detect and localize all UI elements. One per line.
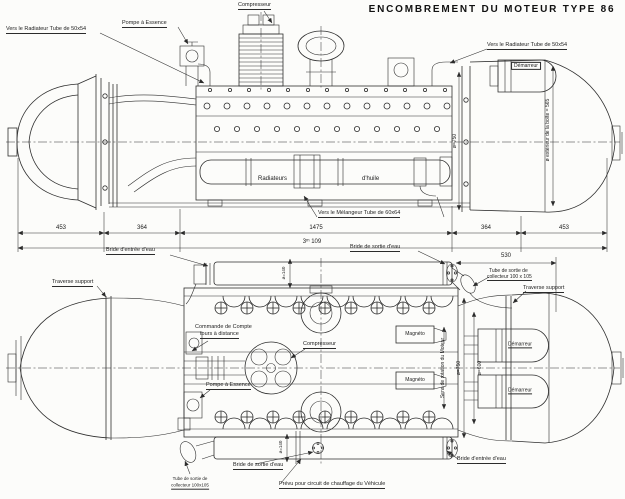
label-sens-rotation: Sens de rotation du Moteur	[439, 337, 446, 399]
label-compresseur-bottom: Compresseur	[303, 341, 337, 349]
label-pompe-essence-bottom: Pompe à Essence	[206, 382, 251, 390]
label-magneto-top: Magnéto	[405, 330, 425, 337]
label-tube-sortie-collecteur-bottom-1: Tube de sortie de	[172, 476, 208, 482]
label-tube-sortie-collecteur-right-1: Tube de sortie de	[489, 268, 528, 274]
label-dia-140-top: ø=140	[281, 266, 287, 280]
label-dia-140-bottom: ø=140	[278, 440, 284, 454]
label-bride-entree-eau-top: Bride d'entrée d'eau	[106, 247, 155, 255]
label-magneto-bottom: Magnéto	[405, 376, 425, 383]
dim-364-right: 364	[480, 225, 492, 231]
label-d-huile: d'huile	[362, 176, 380, 182]
label-traverse-support-right: Traverse support	[523, 285, 565, 293]
label-demarreur-top-view: Démarreur	[511, 61, 541, 71]
label-traverse-support-left: Traverse support	[52, 279, 94, 287]
label-vers-radiateur-left: Vers le Radiateur Tube de 50x54	[6, 26, 87, 34]
label-demarreur-plan-bottom: Démarreur	[508, 387, 532, 395]
label-dia-600-bottom: ø=600	[476, 360, 483, 376]
dim-453-left: 453	[55, 225, 67, 231]
label-dia-750-top: ø=750	[451, 133, 458, 149]
label-radiateurs: Radiateurs	[258, 176, 288, 182]
dimension-lines	[17, 10, 608, 252]
label-commande-compte-tours-1: Commande de Compte	[195, 324, 252, 330]
label-bride-sortie-eau-top: Bride de sortie d'eau	[350, 244, 401, 252]
label-tube-sortie-collecteur-right-2: collecteur 100 x 105	[487, 274, 532, 282]
top-view-linework	[6, 12, 623, 213]
label-dia-boite-565: ø extérieur de la boîte = 565	[544, 98, 551, 162]
dim-364-left: 364	[136, 225, 148, 231]
label-vers-radiateur-right: Vers le Radiateur Tube de 50x54	[487, 42, 568, 50]
label-bride-entree-eau-bottom: Bride d'entrée d'eau	[457, 456, 506, 464]
label-prevu-chauffage: Prévu pour circuit de chauffage du Véhic…	[279, 481, 386, 489]
dim-453-right: 453	[558, 225, 570, 231]
bottom-view-dimensions	[96, 250, 557, 484]
label-pompe-essence-top: Pompe à Essence	[122, 20, 167, 28]
label-vers-melangeur: Vers le Mélangeur Tube de 60x64	[318, 210, 401, 218]
label-compresseur-top: Compresseur	[238, 2, 272, 10]
label-commande-compte-tours-2: tours à distance	[200, 331, 239, 339]
dim-total-3m109: 3ᵐ 109	[302, 239, 322, 245]
label-bride-sortie-eau-bottom: Bride de sortie d'eau	[233, 462, 284, 470]
drawing-title: ENCOMBREMENT DU MOTEUR TYPE 86	[368, 4, 616, 15]
label-demarreur-plan-top: Démarreur	[508, 341, 532, 349]
label-dia-750-bottom: ø=750	[455, 360, 462, 376]
bottom-view-linework	[6, 258, 624, 464]
dim-530: 530	[500, 253, 512, 259]
label-tube-sortie-collecteur-bottom-2: collecteur 100x105	[171, 482, 209, 490]
dim-1475: 1475	[309, 225, 323, 231]
